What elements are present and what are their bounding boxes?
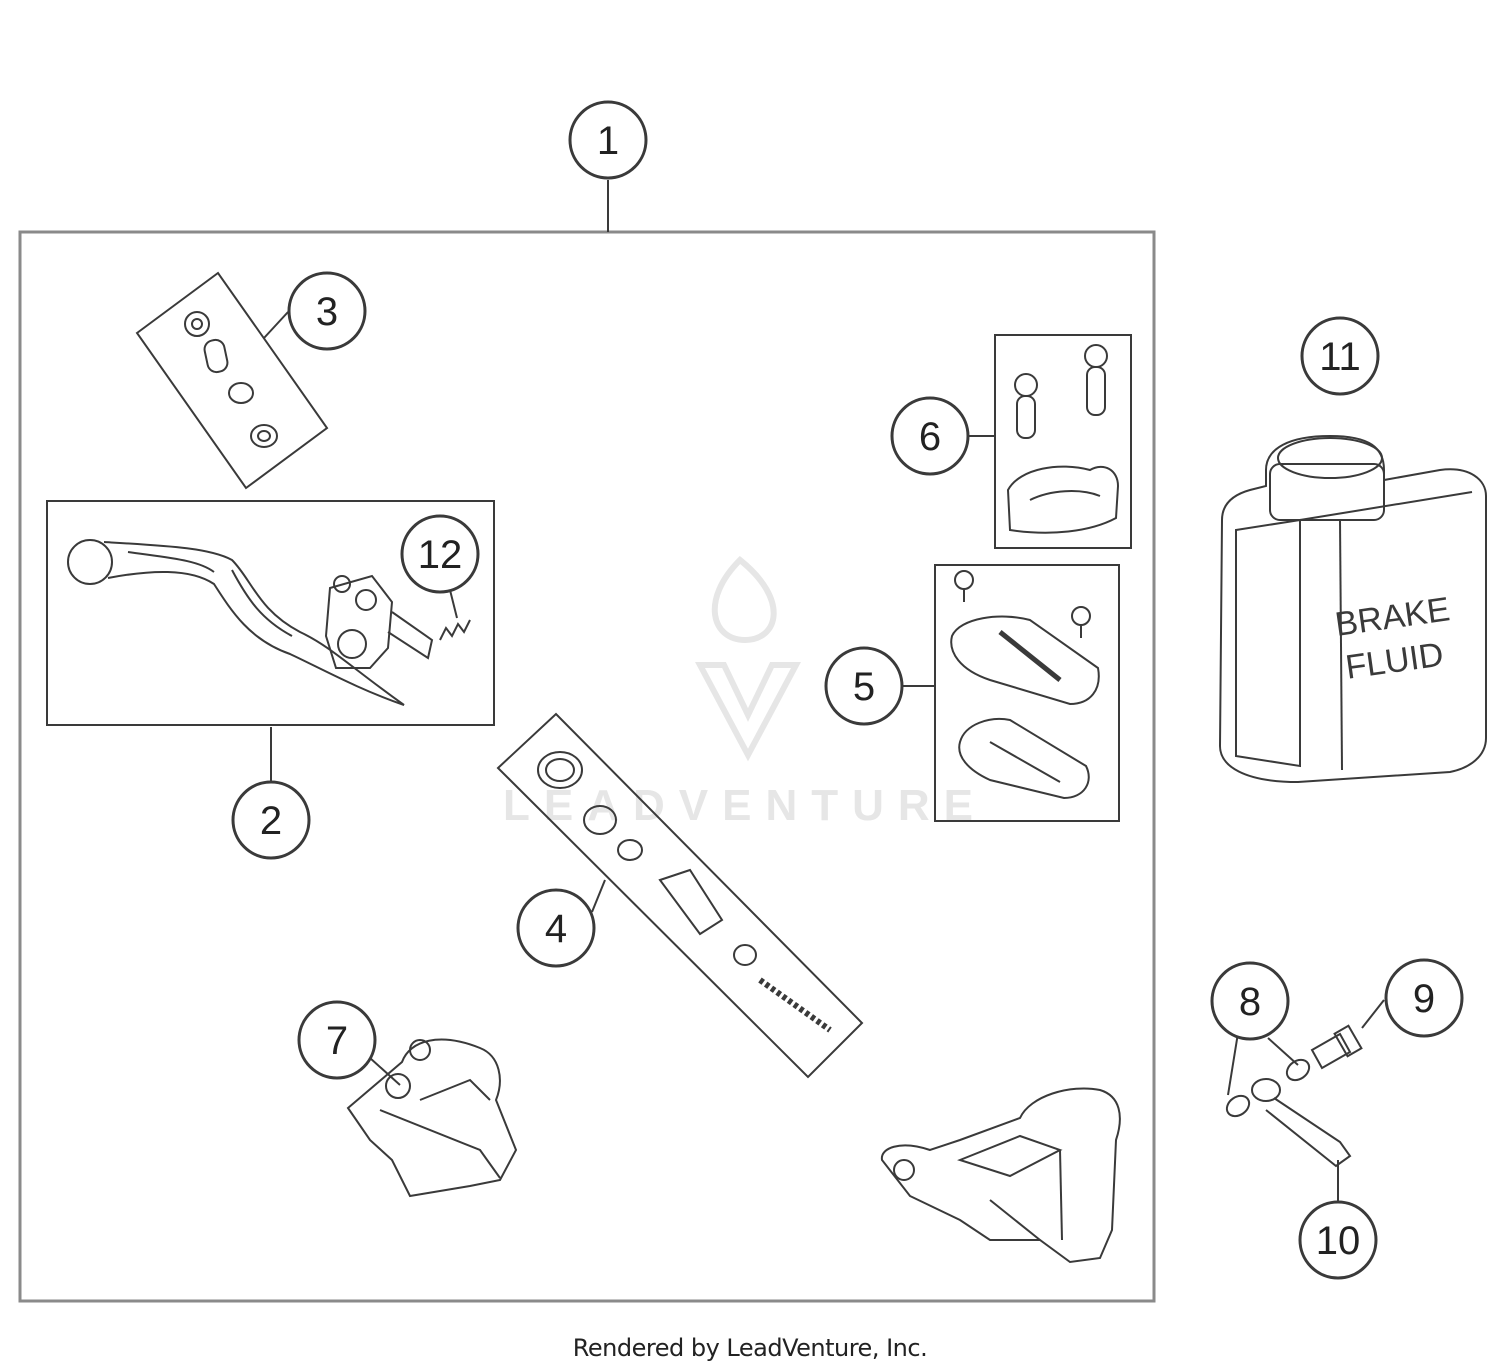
- callout-1-label: 1: [597, 119, 619, 163]
- bottle-label-line2: FLUID: [1343, 635, 1446, 686]
- callout-11-label: 11: [1319, 335, 1361, 379]
- leader-8a: [1227, 1032, 1239, 1096]
- callout-5-label: 5: [853, 665, 875, 709]
- callout-4-label: 4: [545, 907, 567, 951]
- part-9-banjo-bolt: [1310, 1024, 1363, 1070]
- part-5-cover-kit: [934, 564, 1120, 822]
- part-2-lever: [46, 500, 495, 726]
- callout-9-circle: [1384, 958, 1464, 1038]
- watermark-text: LEADVENTURE: [503, 781, 987, 830]
- callout-8-label: 8: [1239, 980, 1261, 1024]
- callout-2-circle: [231, 780, 311, 860]
- callout-10-circle: [1298, 1200, 1378, 1280]
- callout-2-label: 2: [260, 799, 282, 843]
- footer-credit: Rendered by LeadVenture, Inc.: [572, 1334, 928, 1362]
- watermark-logo: [695, 555, 801, 762]
- leader-9: [1361, 999, 1385, 1029]
- leader-7: [369, 1057, 401, 1086]
- callout-9-label: 9: [1413, 977, 1435, 1021]
- callout-3-circle: [287, 271, 367, 351]
- part-3-screw-kit: [135, 271, 329, 490]
- callout-4-circle: [516, 888, 596, 968]
- callout-12-circle: [400, 514, 480, 594]
- part-10-banjo-fitting: [1251, 1078, 1352, 1168]
- callout-7-label: 7: [326, 1019, 348, 1063]
- callout-3-label: 3: [316, 290, 338, 334]
- callout-10-label: 10: [1316, 1219, 1361, 1263]
- part-6-clamp-kit: [994, 334, 1132, 549]
- part-4-piston-kit: [496, 712, 864, 1079]
- leader-8b: [1267, 1037, 1299, 1066]
- part-12-spring: [439, 619, 471, 641]
- part-7-housing: [346, 1038, 518, 1198]
- leader-3: [263, 311, 289, 339]
- callout-12-label: 12: [418, 533, 463, 577]
- master-cylinder-housing: [880, 1087, 1121, 1264]
- assembly-frame: [18, 230, 1156, 1303]
- callout-8-circle: [1210, 961, 1290, 1041]
- part-11-brake-fluid-bottle: [1218, 434, 1487, 784]
- callout-7-circle: [297, 1000, 377, 1080]
- callout-5-circle: [824, 646, 904, 726]
- callout-6-label: 6: [919, 415, 941, 459]
- leader-12: [449, 589, 458, 619]
- callout-11-circle: [1300, 316, 1380, 396]
- callout-1-circle: [568, 100, 648, 180]
- part-8-washers: [1225, 1058, 1311, 1118]
- leader-4: [591, 879, 606, 913]
- callout-6-circle: [890, 396, 970, 476]
